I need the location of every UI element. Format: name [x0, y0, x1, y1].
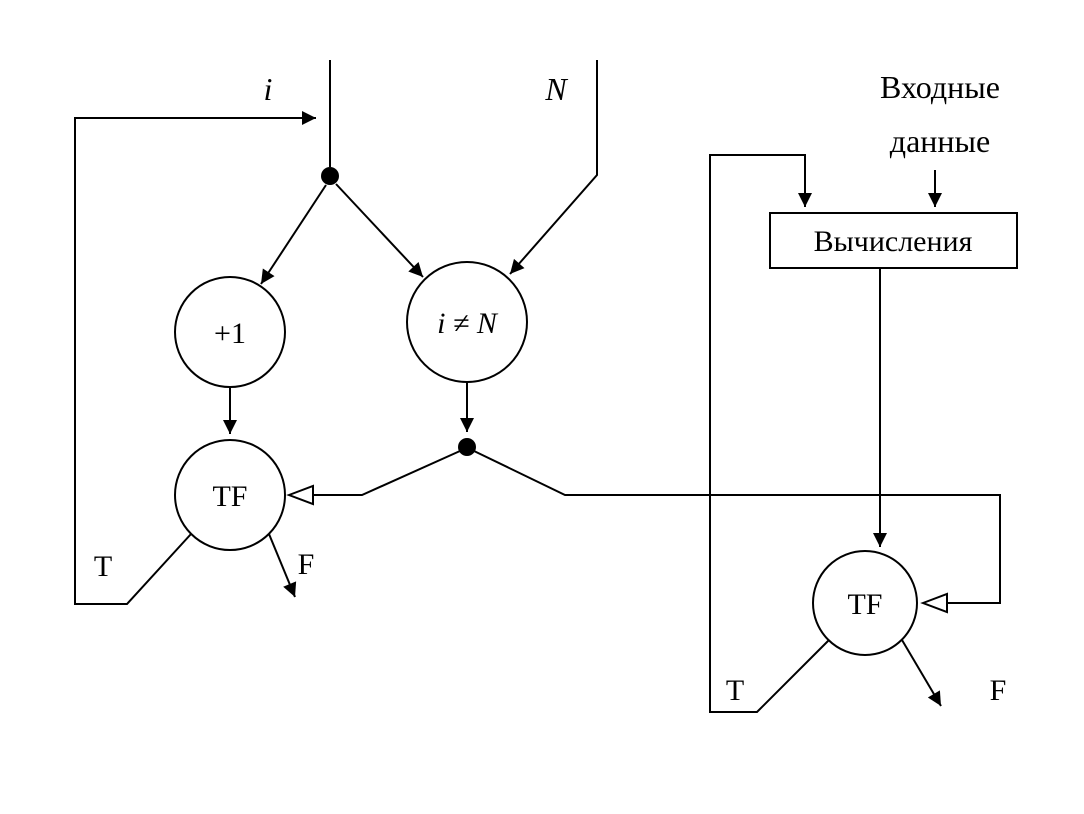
tf-left-label: TF — [212, 480, 247, 513]
input-data-label-line1: Входные — [880, 69, 1000, 105]
label-f-right: F — [990, 674, 1007, 707]
label-i: i — [264, 71, 273, 107]
control-wire-right — [473, 450, 1001, 604]
compute-box — [769, 212, 1018, 269]
compute-label: Вычисления — [814, 225, 973, 258]
tf-left-node — [174, 439, 286, 551]
junction-dot-top — [321, 167, 339, 185]
edge-f-right — [901, 639, 942, 707]
label-n: N — [544, 71, 568, 107]
edge-dot-to-condition — [335, 183, 424, 278]
open-arrowhead-left — [286, 484, 314, 506]
label-t-left: T — [94, 550, 112, 583]
edge-f-left — [268, 533, 297, 598]
condition-label: i ≠ N — [437, 307, 499, 340]
label-f-left: F — [298, 548, 315, 581]
tf-right-node — [812, 550, 918, 656]
open-arrowhead-right — [920, 592, 948, 614]
n-input-line — [509, 60, 598, 275]
loop-wire-right — [709, 154, 830, 713]
control-wire-left — [313, 450, 461, 496]
tf-right-label: TF — [847, 588, 882, 621]
label-t-right: T — [726, 674, 744, 707]
edge-dot-to-increment — [260, 184, 327, 285]
input-data-label-line2: данные — [890, 123, 990, 159]
loop-wire-left — [74, 111, 316, 605]
junction-dot-mid — [458, 438, 476, 456]
increment-label: +1 — [214, 317, 246, 350]
